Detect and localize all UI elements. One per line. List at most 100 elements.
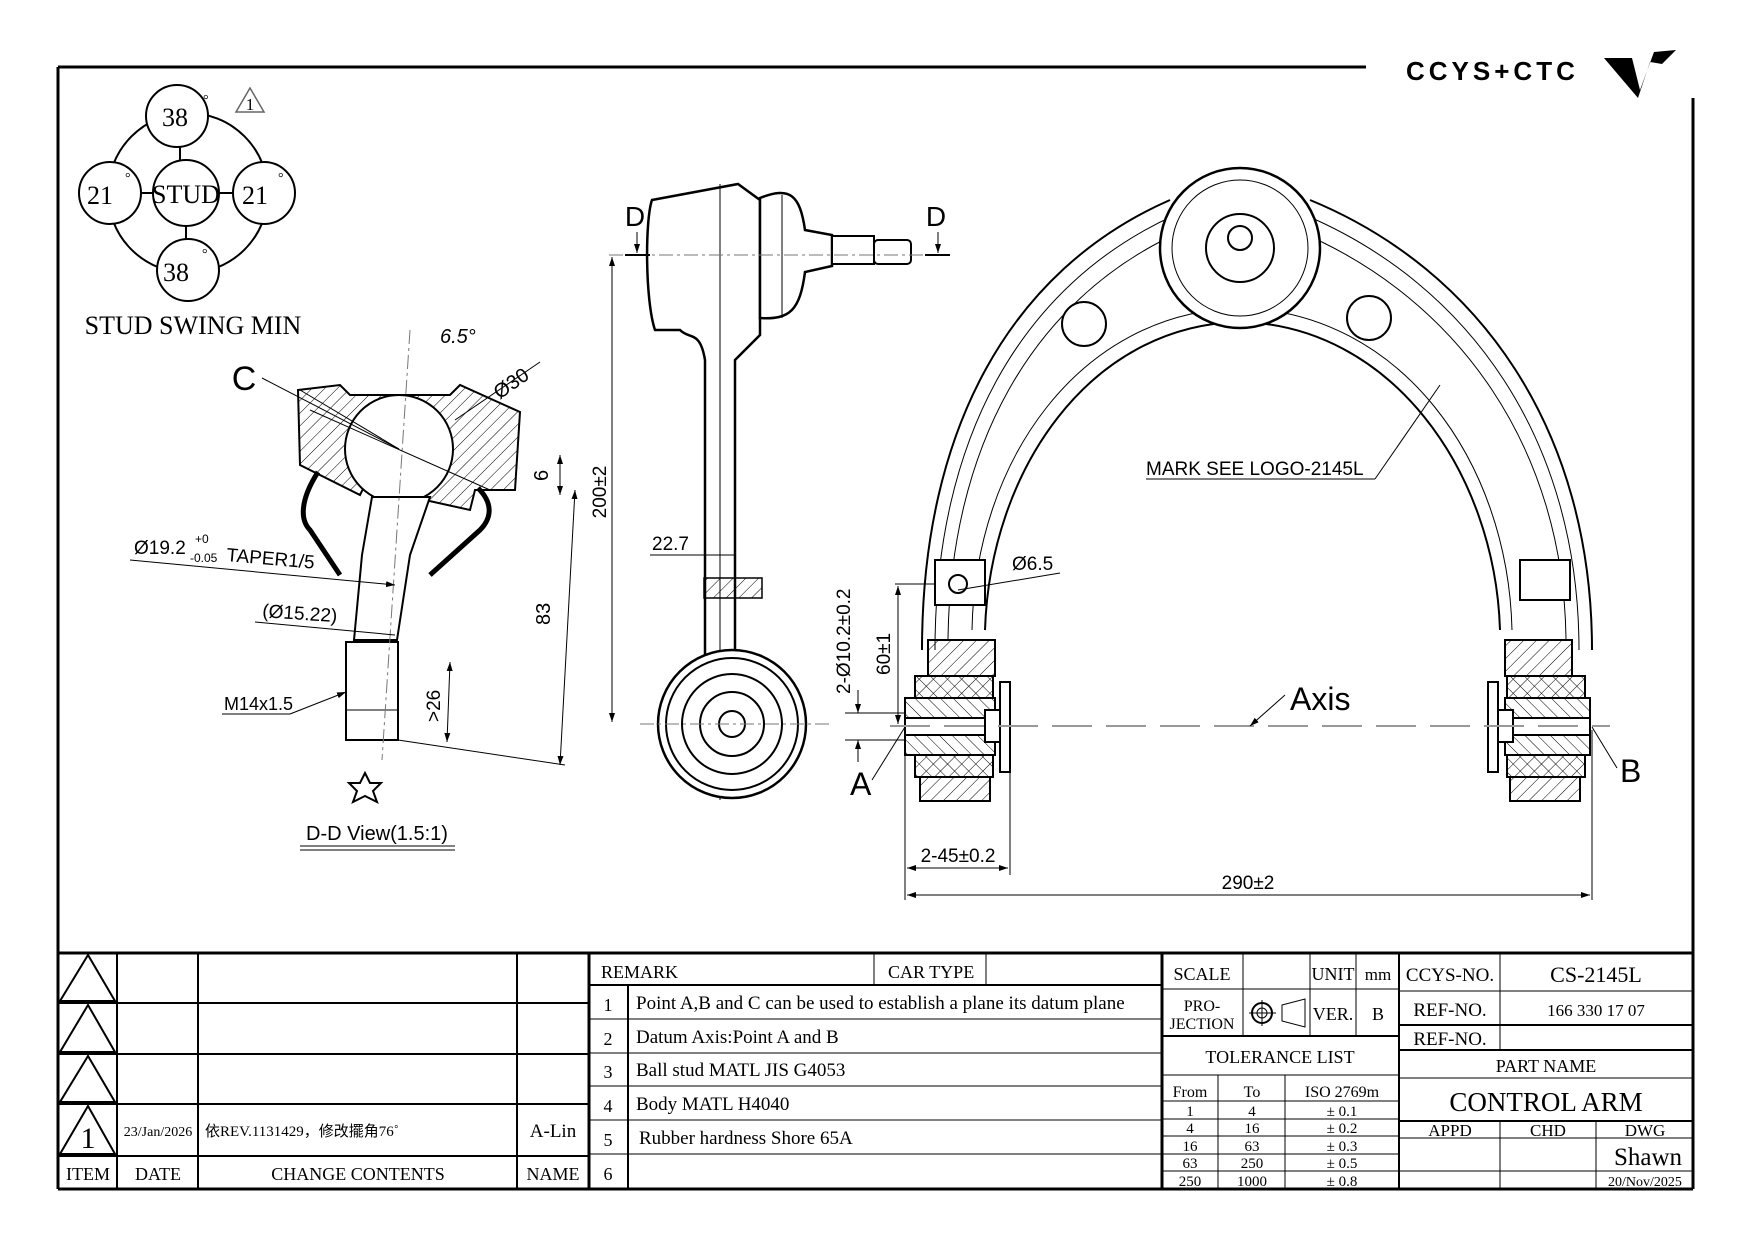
bushing-length-dimension: 2-45±0.2 [921, 846, 996, 867]
ball-joint-section-view: C 6.5° Ø30 6 83 Ø19.2 +0 -0.05 TAPER1/5 … [129, 326, 578, 851]
revision-table: 1 23/Jan/2026 依REV.1131429，修改擺角76˚ A-Lin… [58, 951, 1693, 1189]
projection-label: JECTION [1170, 1016, 1235, 1033]
revision-name: A-Lin [530, 1121, 577, 1142]
dim-6: 6 [531, 470, 553, 481]
tolerance-to: 4 [1248, 1104, 1256, 1120]
tolerance-to: 63 [1245, 1139, 1260, 1155]
part-name-label: PART NAME [1496, 1056, 1596, 1076]
span-dimension: 290±2 [1222, 873, 1275, 894]
third-angle-projection-icon [1249, 998, 1306, 1028]
remark-text: Datum Axis:Point A and B [636, 1027, 839, 1048]
header-date: DATE [135, 1164, 181, 1184]
dd-view-label: D-D View(1.5:1) [306, 823, 448, 845]
remark-header: REMARK [601, 962, 678, 982]
remark-text: Body MATL H4040 [636, 1094, 789, 1115]
degree-mark: ° [203, 93, 209, 108]
tolerance-header-standard: ISO 2769m [1305, 1084, 1380, 1101]
chd-label: CHD [1530, 1121, 1566, 1140]
revision-date: 23/Jan/2026 [124, 1125, 192, 1140]
revision-marker: 1 [246, 95, 255, 114]
swing-top-value: 38 [162, 103, 188, 132]
part-name-value: CONTROL ARM [1449, 1087, 1642, 1117]
taper-tolerance-lower: -0.05 [190, 551, 218, 565]
dd-view-star-icon [346, 770, 384, 805]
remark-no: 4 [604, 1096, 613, 1116]
unit-label: UNIT [1312, 964, 1355, 984]
remark-no: 5 [604, 1130, 613, 1150]
dim-83: 83 [533, 603, 555, 625]
revision-item: 1 [81, 1122, 96, 1155]
dwg-label: DWG [1625, 1121, 1666, 1140]
datum-b-label: B [1620, 753, 1641, 789]
tolerance-to: 16 [1245, 1121, 1261, 1137]
car-type-label: CAR TYPE [888, 962, 974, 982]
tolerance-header-from: From [1173, 1084, 1208, 1101]
tolerance-from: 1 [1186, 1104, 1194, 1120]
tolerance-to: 1000 [1237, 1174, 1267, 1190]
taper-diameter-dimension: Ø19.2 [134, 538, 186, 559]
degree-mark: ° [125, 171, 131, 186]
revision-triangle-icon [58, 1054, 117, 1103]
taper-label: TAPER1/5 [226, 545, 316, 574]
right-bushing [1487, 639, 1591, 802]
stud-swing-title: STUD SWING MIN [85, 311, 302, 340]
header-name: NAME [527, 1164, 580, 1184]
tolerance-value: ± 0.1 [1327, 1104, 1358, 1120]
logo-emblem-icon [1604, 50, 1676, 98]
thread-label: M14x1.5 [224, 694, 293, 714]
control-arm-top-view: Axis MARK SEE LOGO-2145L Ø6.5 2-Ø10.2±0.… [834, 166, 1641, 900]
remark-no: 6 [604, 1164, 613, 1184]
thread-length-dimension: >26 [424, 690, 445, 722]
tolerance-from: 250 [1179, 1174, 1202, 1190]
tolerance-header-to: To [1244, 1084, 1261, 1101]
revision-triangle-icon [58, 953, 117, 1002]
tolerance-to: 250 [1241, 1156, 1264, 1172]
ref-no-label: REF-NO. [1413, 1000, 1486, 1021]
degree-mark: ° [278, 171, 284, 186]
stud-label: STUD [152, 180, 220, 209]
part-info-block: CCYS-NO. CS-2145L REF-NO. 166 330 17 07 … [1399, 953, 1693, 1190]
left-bushing [904, 639, 1011, 802]
tolerance-from: 16 [1183, 1139, 1199, 1155]
remark-no: 2 [604, 1029, 613, 1049]
shaft-width-dimension: 22.7 [652, 534, 689, 555]
stud-swing-diagram: 38 ° 38 ° 21 ° 21 ° STUD 1 STUD SWING MI… [78, 84, 302, 340]
appd-label: APPD [1428, 1121, 1471, 1140]
version-label: VER. [1313, 1004, 1354, 1024]
remark-no: 3 [604, 1062, 613, 1082]
logo-mark-note: MARK SEE LOGO-2145L [1146, 459, 1364, 480]
header-change-contents: CHANGE CONTENTS [271, 1164, 445, 1184]
hole-diameter-dimension: Ø6.5 [1012, 554, 1053, 575]
revision-change: 依REV.1131429，修改擺角76˚ [205, 1123, 399, 1140]
projection-label: PRO- [1184, 998, 1220, 1015]
tolerance-value: ± 0.2 [1327, 1121, 1358, 1137]
bushing-bore-dimension: 2-Ø10.2±0.2 [834, 589, 855, 695]
ball-diameter-dimension: Ø30 [490, 364, 534, 404]
datum-a-label: A [850, 766, 872, 802]
axis-label: Axis [1290, 681, 1350, 717]
section-d-right: D [926, 201, 946, 232]
tolerance-row: 1 4 ± 0.1 4 16 ± 0.2 16 63 ± 0.3 63 250 … [1179, 1104, 1358, 1190]
neck-diameter-dimension: (Ø15.22) [262, 601, 338, 627]
swing-right-value: 21 [242, 181, 268, 210]
remarks-table: REMARK CAR TYPE 1 Point A,B and C can be… [589, 953, 1164, 1189]
offset-dimension: 60±1 [874, 633, 895, 675]
company-logo: CCYS+CTC [1406, 50, 1676, 98]
ref-no2-label: REF-NO. [1413, 1029, 1486, 1050]
section-d-left: D [625, 201, 645, 232]
remark-text: Rubber hardness Shore 65A [639, 1128, 853, 1149]
tolerance-value: ± 0.5 [1327, 1156, 1358, 1172]
side-view: D D 200±2 22.7 [590, 182, 950, 800]
revision-triangle-icon [58, 1103, 117, 1155]
scale-label: SCALE [1173, 964, 1230, 984]
revision-triangle-icon [58, 1003, 117, 1053]
tolerance-value: ± 0.8 [1327, 1174, 1358, 1190]
drawn-by: Shawn [1614, 1144, 1683, 1171]
remark-text: Ball stud MATL JIS G4053 [636, 1060, 845, 1081]
tolerance-from: 63 [1183, 1156, 1198, 1172]
remark-text: Point A,B and C can be used to establish… [636, 993, 1125, 1014]
ref-no-value: 166 330 17 07 [1547, 1001, 1645, 1020]
tolerance-block: SCALE UNIT mm PRO- JECTION VER. B TOLERA… [1162, 953, 1400, 1190]
tolerance-title: TOLERANCE LIST [1205, 1047, 1354, 1067]
ccys-no-value: CS-2145L [1550, 962, 1642, 987]
